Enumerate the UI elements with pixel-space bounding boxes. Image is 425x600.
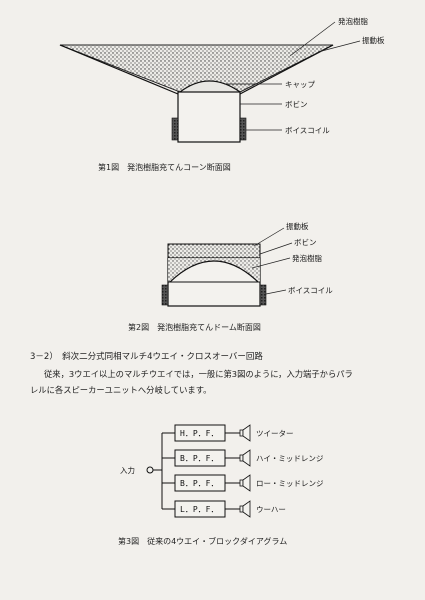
fig3-input-label: 入力: [120, 465, 135, 475]
fig2-foam-top: [167, 243, 261, 259]
fig3-speaker-label: ハイ・ミッドレンジ: [256, 454, 324, 463]
fig1-cap: [179, 80, 241, 93]
fig2-label-voice-coil: ボイスコイル: [288, 286, 333, 295]
fig1-label-cap: キャップ: [285, 80, 315, 89]
fig2-label-bobbin: ボビン: [294, 238, 317, 247]
fig3-speaker-icon: [239, 424, 251, 442]
figure3-block-diagram: 入力 H．P．F． B．P．F． B．P．F． L．P．F．: [120, 424, 324, 518]
figure3-caption: 第3図 従来の4ウエイ・ブロックダイアグラム: [118, 537, 288, 546]
figure2-dome-diagram: 振動板 ボビン 発泡樹脂 ボイスコイル: [161, 221, 333, 307]
paragraph-line-1: 従来，3ウエイ以上のマルチウエイでは，一般に第3図のように，入力端子からパラ: [44, 369, 353, 379]
fig3-filter-name: B．P．F．: [180, 454, 218, 463]
fig2-label-foam: 発泡樹脂: [292, 253, 322, 263]
fig2-foam-under-dome: [168, 258, 260, 282]
fig2-label-diaphragm: 振動板: [286, 221, 309, 231]
fig3-speaker-icon: [239, 500, 251, 518]
fig1-diaphragm-left: [59, 44, 179, 95]
fig1-diaphragm-right: [239, 44, 334, 95]
fig3-speaker-label: ロー・ミッドレンジ: [256, 479, 324, 488]
fig1-label-diaphragm: 振動板: [362, 35, 385, 45]
fig3-filter-name: H．P．F．: [180, 429, 218, 438]
fig1-voice-coil-left: [171, 117, 179, 141]
fig3-speaker-label: ウーハー: [256, 505, 286, 514]
fig3-speaker-icon: [239, 474, 251, 492]
figure1-caption: 第1図 発泡樹脂充てんコーン断面図: [98, 163, 231, 172]
fig1-label-voice-coil: ボイスコイル: [285, 126, 330, 135]
fig3-filter-name: L．P．F．: [180, 505, 218, 514]
section-heading: 3－2） 斜次二分式同相マルチ4ウエイ・クロスオーバー回路: [30, 352, 263, 362]
fig1-bobbin: [177, 91, 241, 143]
fig3-input-terminal: [146, 466, 154, 474]
paragraph-line-2: レルに各スピーカーユニットへ分岐しています。: [30, 385, 212, 395]
figure2-caption: 第2図 発泡樹脂充てんドーム断面図: [128, 323, 261, 332]
fig1-voice-coil-right: [239, 117, 247, 141]
fig2-voice-coil-left: [161, 284, 169, 306]
fig3-filter-name: B．P．F．: [180, 479, 218, 488]
fig3-speaker-icon: [239, 449, 251, 467]
fig1-label-foam: 発泡樹脂: [338, 16, 368, 26]
fig2-voice-coil-right: [259, 284, 267, 306]
fig1-label-bobbin: ボビン: [285, 100, 308, 109]
fig3-speaker-label: ツイーター: [256, 429, 294, 438]
